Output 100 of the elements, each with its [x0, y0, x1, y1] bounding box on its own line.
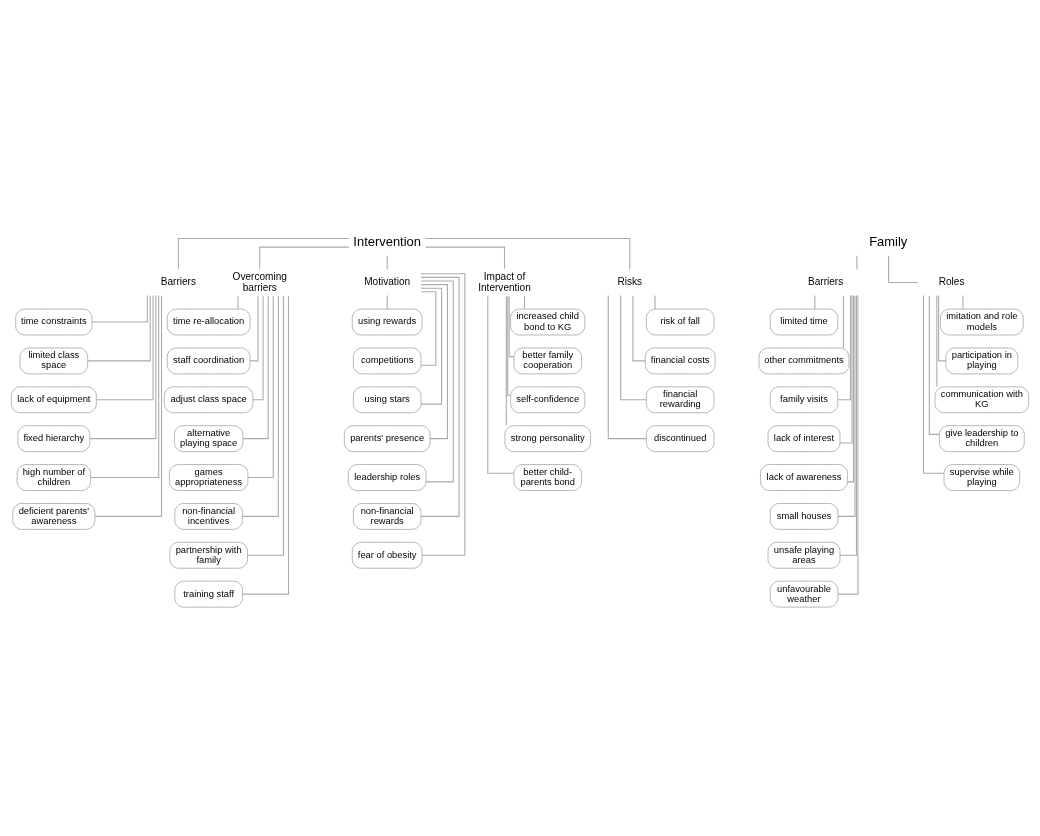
connector — [89, 294, 157, 439]
connector — [837, 294, 856, 517]
connector — [425, 246, 506, 269]
connector — [90, 294, 160, 478]
node-text: Overcoming barriers — [232, 270, 287, 292]
node-box: non-financial rewards — [352, 502, 422, 530]
node-box: strong personality — [504, 424, 591, 452]
connector — [856, 254, 858, 270]
node-box: using stars — [352, 385, 422, 413]
connector — [249, 295, 259, 361]
node-box: increased child bond to KG — [510, 308, 586, 335]
node-box: supervise while playing — [943, 463, 1020, 491]
node-box: better child-parents bond — [513, 463, 582, 491]
connector — [237, 295, 239, 309]
node-box: financial costs — [644, 347, 716, 374]
node-box: other commitments — [758, 347, 850, 374]
node-text: Intervention — [353, 233, 421, 249]
connector — [420, 290, 437, 366]
connector — [839, 294, 857, 556]
node-text: Barriers — [807, 275, 844, 287]
node-box: deficient parents' awareness — [12, 502, 96, 530]
node-box: unfavourable weather — [769, 580, 839, 607]
connector — [420, 276, 460, 517]
node-box: unsafe playing areas — [767, 541, 841, 569]
connector — [420, 272, 466, 556]
node-box: risk of fall — [646, 308, 715, 335]
connector — [923, 294, 945, 474]
node-box: staff coordination — [166, 347, 251, 374]
node-box: partnership with family — [169, 541, 248, 569]
node-box: lack of equipment — [11, 385, 97, 413]
node-box: limited class space — [19, 347, 89, 374]
node-text: Barriers — [160, 275, 197, 287]
connector — [938, 294, 947, 361]
node-box: financial rewarding — [646, 385, 715, 413]
connector — [247, 295, 284, 556]
connector — [241, 295, 290, 595]
node-box: imitation and role models — [940, 308, 1024, 335]
node-box: time constraints — [15, 308, 93, 335]
node-box: discontinued — [646, 424, 715, 452]
node-text: Roles — [938, 275, 965, 287]
node-box: fear of obesity — [351, 541, 423, 569]
connector — [936, 294, 938, 387]
node-box: participation in playing — [945, 347, 1019, 374]
connector — [888, 254, 919, 283]
node-box: non-financial incentives — [174, 502, 243, 530]
connector — [487, 295, 515, 474]
connector — [505, 295, 507, 426]
connector — [620, 294, 647, 400]
node-box: high number of children — [16, 463, 91, 491]
node-box: family visits — [769, 385, 839, 413]
connector — [928, 294, 940, 435]
connector — [654, 294, 656, 309]
node-box: games appropriateness — [169, 463, 249, 491]
connector — [814, 294, 816, 309]
connector — [94, 294, 163, 517]
connector — [837, 294, 859, 595]
node-text: Risks — [617, 275, 643, 287]
connector — [242, 295, 279, 517]
connector — [91, 294, 148, 323]
connector — [607, 294, 647, 439]
node-box: fixed hierarchy — [17, 424, 91, 452]
connector — [386, 294, 388, 309]
node-box: better family cooperation — [513, 347, 582, 374]
node-box: give leadership to children — [939, 424, 1025, 452]
node-text: Family — [869, 233, 908, 249]
node-box: self-confidence — [510, 385, 586, 413]
node-box: small houses — [769, 502, 839, 530]
connector — [177, 237, 350, 270]
connector — [424, 237, 631, 270]
node-box: using rewards — [351, 308, 423, 335]
node-box: leadership roles — [347, 463, 427, 491]
node-text: Impact of Intervention — [478, 270, 531, 292]
connector — [252, 295, 264, 400]
connector — [837, 294, 852, 400]
connector — [420, 287, 443, 405]
node-box: communication with KG — [934, 385, 1029, 413]
connector — [259, 246, 350, 269]
node-box: lack of interest — [767, 424, 841, 452]
node-box: lack of awareness — [760, 463, 848, 491]
connector — [95, 294, 154, 400]
connector — [420, 283, 448, 439]
connector — [523, 295, 526, 309]
node-box: alternative playing space — [174, 424, 244, 452]
connector — [842, 294, 844, 348]
connector — [507, 295, 512, 396]
connector — [87, 294, 151, 361]
node-box: competitions — [352, 347, 422, 374]
connector — [847, 294, 854, 482]
node-text: Motivation — [364, 275, 411, 287]
connector — [247, 295, 274, 478]
connector — [242, 295, 269, 439]
connector — [962, 294, 964, 309]
node-box: parents' presence — [343, 424, 431, 452]
connector — [420, 279, 454, 482]
node-box: time re-allocation — [166, 308, 251, 335]
node-box: adjust class space — [164, 385, 254, 413]
connector — [508, 295, 515, 357]
node-box: limited time — [769, 308, 839, 335]
node-box: training staff — [174, 580, 243, 607]
connector — [839, 294, 853, 444]
